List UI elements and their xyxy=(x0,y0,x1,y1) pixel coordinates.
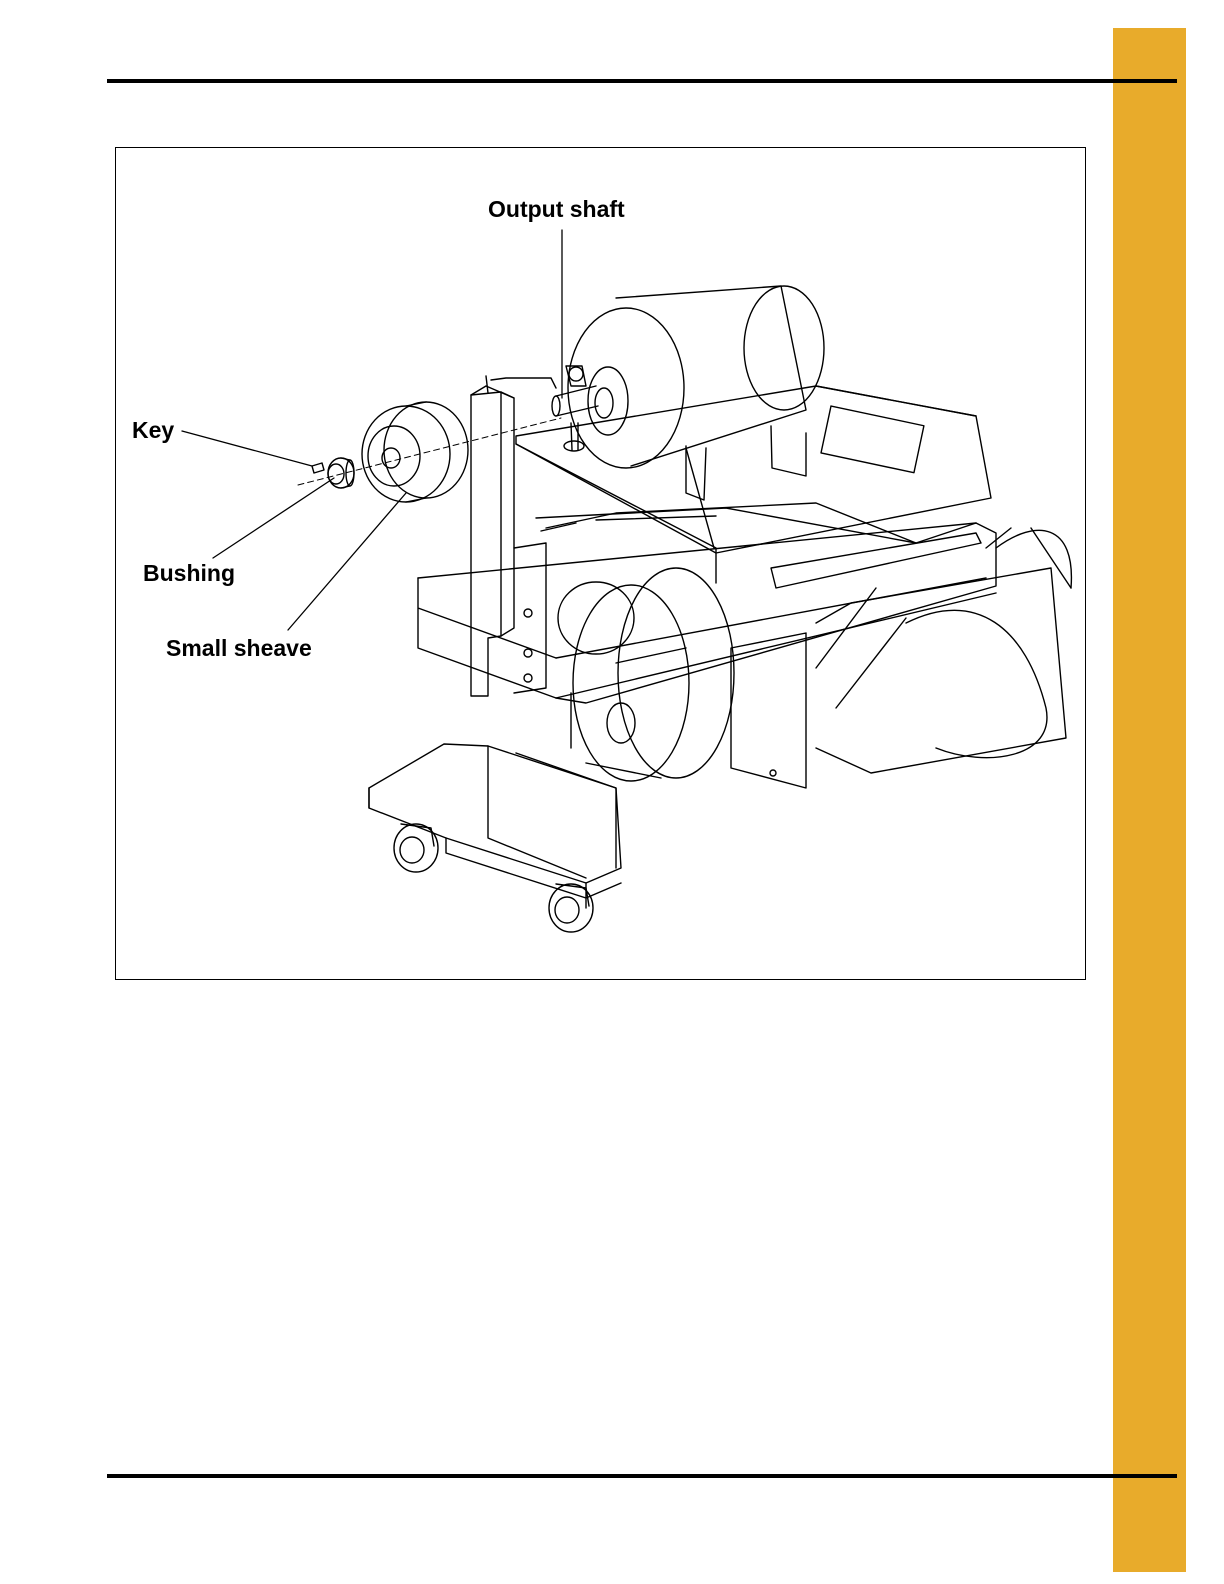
large-sheave-part xyxy=(558,568,734,781)
motor-part xyxy=(552,286,824,500)
motor-mount xyxy=(516,386,991,583)
figure-frame: Output shaft Key Bushing Small sheave xyxy=(115,147,1086,980)
stand-post xyxy=(471,376,556,696)
main-frame xyxy=(418,503,996,703)
auger-housing xyxy=(731,528,1071,788)
section-tab xyxy=(1113,28,1186,1572)
header-rule xyxy=(107,79,1177,83)
output-shaft-label: Output shaft xyxy=(488,198,625,221)
small-sheave-part xyxy=(362,402,468,502)
key-part xyxy=(312,463,324,473)
bushing-part xyxy=(328,458,354,488)
key-label: Key xyxy=(132,419,174,442)
small-sheave-label: Small sheave xyxy=(166,637,312,660)
shaft-centerline xyxy=(298,418,561,485)
bushing-label: Bushing xyxy=(143,562,235,585)
machine-illustration xyxy=(116,148,1087,981)
footer-rule xyxy=(107,1474,1177,1478)
